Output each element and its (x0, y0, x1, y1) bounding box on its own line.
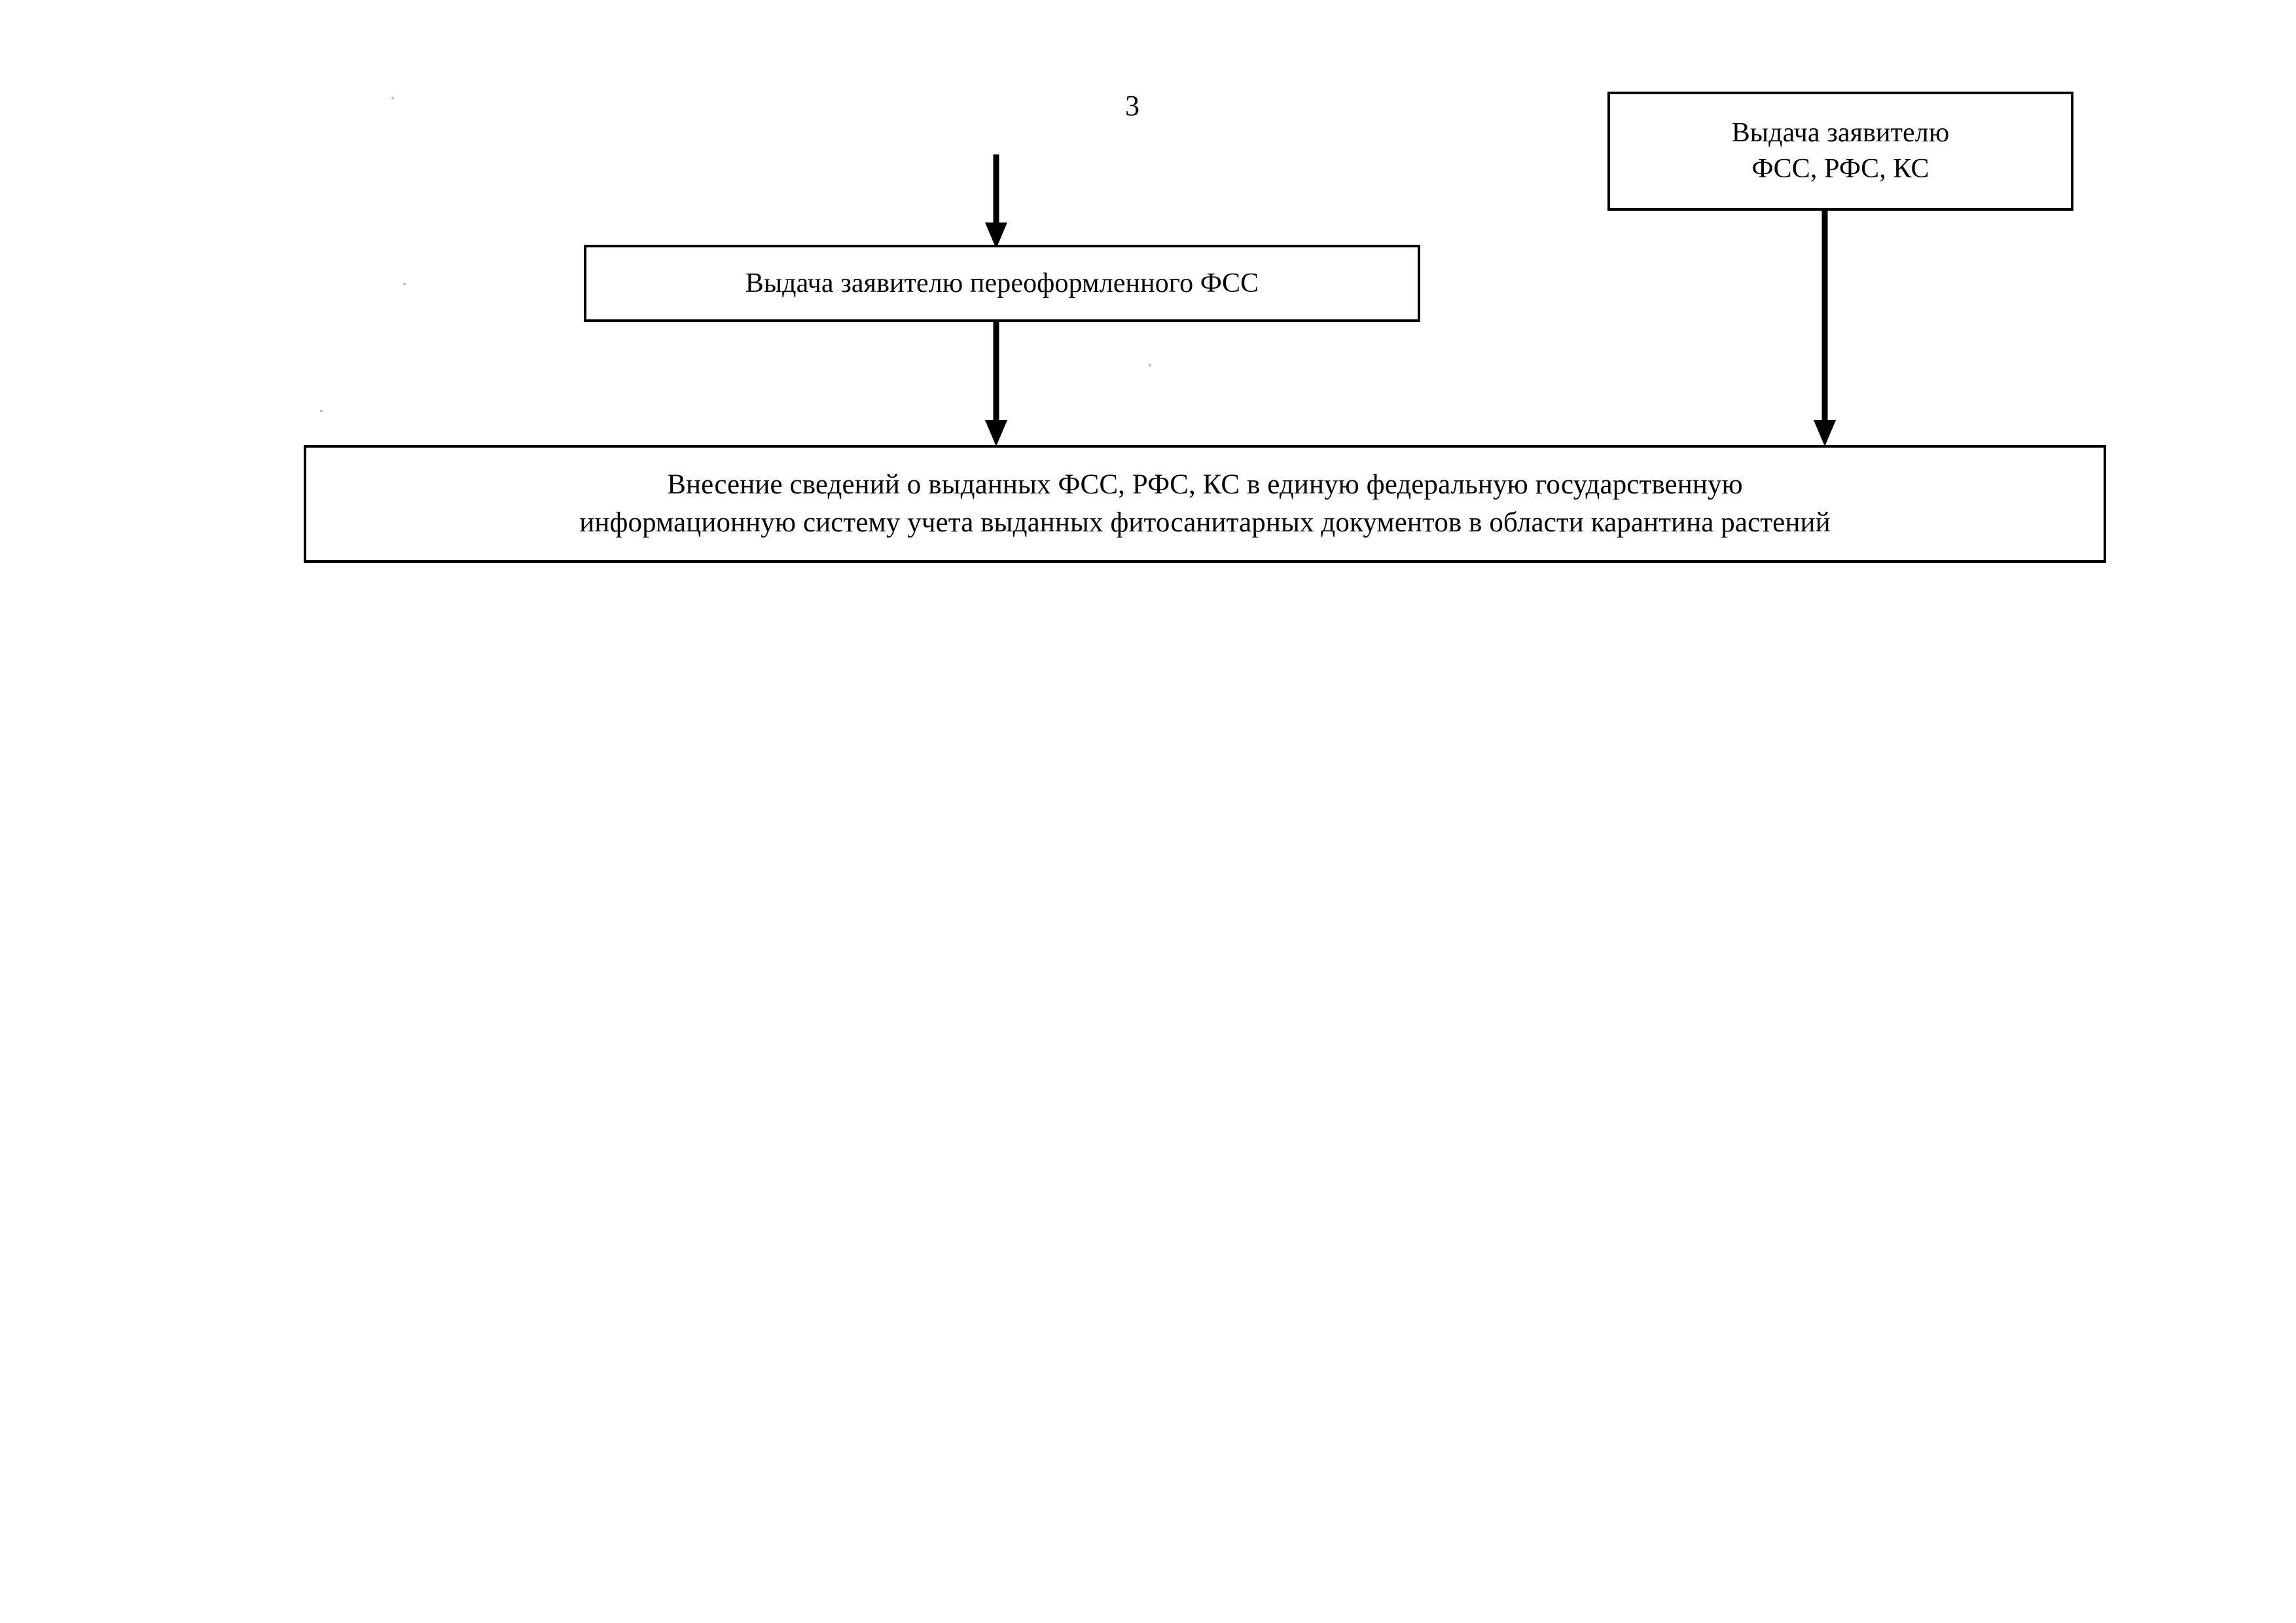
arrow-incoming-to-reissued-fss (982, 154, 1011, 249)
scan-speckle (403, 283, 406, 285)
arrow-fss-rfs-ks-to-register-info (1810, 209, 1839, 446)
scan-speckle (391, 97, 394, 99)
flowchart-node-issue-reissued-fss: Выдача заявителю переоформленного ФСС (584, 245, 1420, 322)
arrow-shaft (993, 321, 999, 421)
arrow-head-icon (985, 420, 1007, 446)
arrow-reissued-fss-to-register-info (982, 321, 1011, 446)
flowchart-node-label: Выдача заявителю ФСС, РФС, КС (1731, 118, 1950, 184)
arrow-shaft (993, 154, 999, 224)
arrow-head-icon (985, 223, 1007, 249)
flowchart-node-label: Внесение сведений о выданных ФСС, РФС, К… (579, 469, 1831, 538)
scan-speckle (320, 410, 323, 412)
page-number: 3 (1125, 90, 1139, 122)
arrow-shaft (1821, 209, 1828, 421)
flowchart-node-issue-fss-rfs-ks: Выдача заявителю ФСС, РФС, КС (1607, 92, 2073, 211)
flowchart-node-label: Выдача заявителю переоформленного ФСС (745, 268, 1259, 298)
scan-speckle (1149, 364, 1151, 366)
flowchart-node-register-info: Внесение сведений о выданных ФСС, РФС, К… (304, 445, 2106, 563)
arrow-head-icon (1814, 420, 1836, 446)
